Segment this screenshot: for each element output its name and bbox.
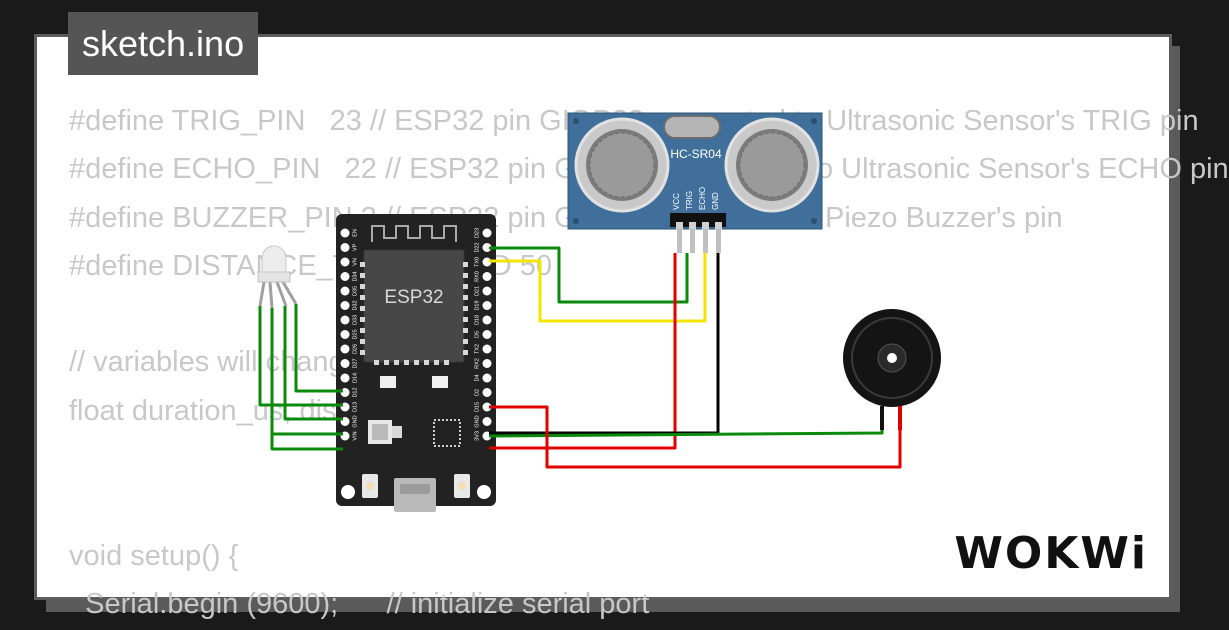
pin-hole[interactable] [482, 388, 492, 397]
sensor-label: HC-SR04 [670, 147, 722, 161]
code-line: Serial.begin (9600); // initialize seria… [69, 587, 650, 620]
ultrasonic-sensor[interactable]: HC-SR04 VCC TRIG ECHO GND [567, 112, 823, 253]
pin-hole[interactable] [482, 402, 492, 412]
pin-hole[interactable] [340, 228, 350, 238]
wire-led-4 [258, 306, 343, 407]
pin-label: D2 [474, 389, 480, 396]
pin-label: D32 [352, 300, 358, 310]
rgb-led[interactable] [257, 245, 298, 309]
code-line: void setup() { [69, 539, 239, 572]
pin-hole[interactable] [482, 315, 492, 325]
pin-label: D4 [474, 374, 480, 381]
pin-label: D26 [352, 344, 358, 354]
pin-label: D33 [352, 315, 358, 325]
pin-label: D34 [352, 271, 358, 281]
pin-hole[interactable] [340, 243, 350, 252]
wire-buzzer-gnd [488, 430, 884, 438]
sensor-pin-label: GND [711, 192, 720, 210]
pin-hole[interactable] [482, 373, 492, 383]
wires [258, 246, 902, 469]
pin-label: GND [474, 415, 480, 427]
wokwi-logo: WOKWi [954, 528, 1148, 579]
pin-label: D12 [352, 387, 358, 397]
esp32-label: ESP32 [384, 287, 443, 308]
pin-hole[interactable] [482, 243, 492, 252]
pin-label: D5 [474, 331, 480, 338]
pin-hole[interactable] [340, 301, 350, 310]
wire-trig [489, 246, 689, 304]
pin-label: GND [352, 415, 358, 427]
sensor-pin-label: TRIG [685, 191, 694, 210]
pin-label: VP [352, 244, 358, 252]
piezo-buzzer[interactable] [843, 309, 941, 430]
pin-label: RX0 [474, 271, 480, 282]
pin-label: D27 [352, 358, 358, 368]
pin-label: D18 [474, 315, 480, 325]
pin-hole[interactable] [340, 373, 350, 383]
pin-label: RX2 [474, 358, 480, 369]
pin-label: D13 [352, 402, 358, 412]
pin-label: D22 [474, 242, 480, 252]
pin-label: D14 [352, 373, 358, 383]
pin-hole[interactable] [482, 330, 492, 339]
module-pads [360, 262, 468, 365]
pin-hole[interactable] [482, 344, 492, 354]
circuit-diagram: HC-SR04 VCC TRIG ECHO GND ESP32 EN VP VN D34 [257, 112, 1148, 579]
pin-hole[interactable] [482, 286, 492, 296]
wire-led-1 [294, 304, 343, 393]
pin-hole[interactable] [482, 301, 492, 310]
pin-label: EN [352, 229, 358, 237]
file-tab[interactable]: sketch.ino [68, 12, 259, 75]
pin-hole[interactable] [340, 257, 350, 267]
pin-hole[interactable] [340, 344, 350, 354]
pin-label: D15 [474, 402, 480, 412]
wire-buzzer-signal [489, 405, 902, 469]
sensor-pin-label: ECHO [698, 187, 707, 210]
sensor-pin-label: VCC [672, 193, 681, 210]
sensor-pin-labels: VCC TRIG ECHO GND [672, 187, 720, 210]
pin-label: VN [352, 258, 358, 266]
wire-vcc [489, 253, 677, 450]
pin-label: D23 [474, 228, 480, 238]
pin-hole[interactable] [340, 330, 350, 339]
wire-led-2 [283, 306, 343, 421]
pin-label: TX2 [474, 344, 480, 354]
pin-label: D35 [352, 286, 358, 296]
transducer-left [574, 117, 670, 213]
pin-hole[interactable] [482, 228, 492, 238]
pin-hole[interactable] [340, 359, 350, 368]
pin-label: 3V3 [474, 431, 480, 441]
wire-led-3 [270, 308, 343, 436]
wire-echo [489, 253, 707, 323]
pin-label: D25 [352, 329, 358, 339]
pin-label: TX0 [474, 257, 480, 267]
pin-label: D19 [474, 300, 480, 310]
transducer-right [724, 117, 820, 213]
pin-label: VIN [352, 431, 358, 440]
pin-hole[interactable] [482, 272, 492, 281]
pin-hole[interactable] [340, 286, 350, 296]
pin-hole[interactable] [340, 272, 350, 281]
wire-led-gnd [270, 434, 343, 451]
pin-label: D21 [474, 286, 480, 296]
esp32-board[interactable]: ESP32 ENVPVND34D35D32D33D25D26D27D14D12D… [336, 214, 496, 512]
pin-hole[interactable] [482, 417, 492, 426]
pin-hole[interactable] [482, 359, 492, 368]
pin-hole[interactable] [340, 315, 350, 325]
